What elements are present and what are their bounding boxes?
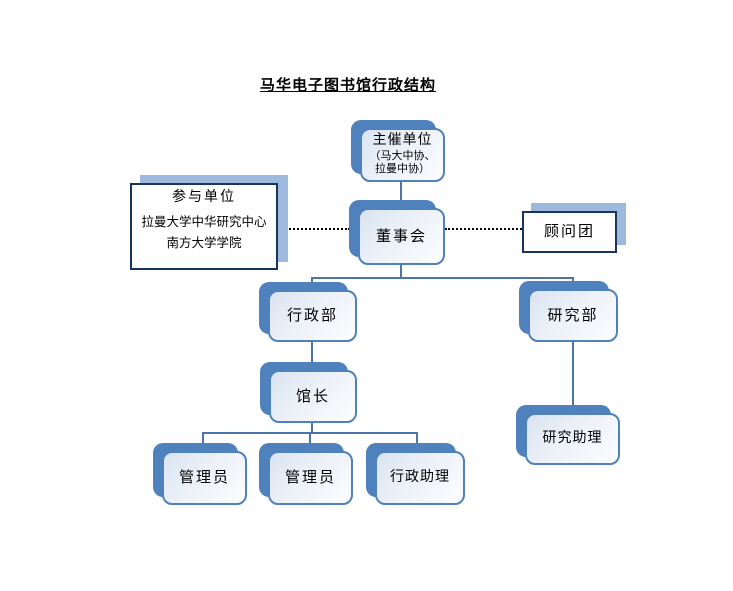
node-box: 行政助理 (375, 451, 465, 505)
connector-organizer-board (400, 182, 402, 209)
node-organizer: 主催单位 （马大中协、 拉曼中协） (351, 120, 445, 182)
node-sub-line: 拉曼中协） (375, 163, 430, 176)
node-label: 研究助理 (542, 430, 603, 446)
node-participants: 参与单位 拉曼大学中华研究中心 南方大学学院 (130, 175, 288, 270)
node-box: 参与单位 拉曼大学中华研究中心 南方大学学院 (130, 183, 278, 270)
node-label: 董事会 (375, 228, 427, 245)
node-box: 主催单位 （马大中协、 拉曼中协） (360, 128, 445, 182)
node-sub-line: 南方大学学院 (166, 236, 242, 251)
node-label: 管理员 (178, 470, 230, 486)
dotted-connector-participants-board (278, 228, 350, 230)
connector-to-admin-assistant (416, 432, 418, 451)
node-sub-line: 拉曼大学中华研究中心 (141, 214, 267, 229)
node-label: 参与单位 (172, 190, 236, 205)
node-label: 研究部 (547, 307, 599, 324)
node-box: 顾问团 (522, 211, 617, 253)
node-director: 馆长 (260, 362, 357, 423)
connector-board-down (400, 265, 402, 279)
connector-branch-horizontal (311, 277, 574, 279)
connector-director-down (311, 423, 313, 434)
node-box: 董事会 (358, 208, 445, 265)
node-label: 管理员 (284, 470, 336, 486)
node-box: 馆长 (269, 370, 357, 423)
node-research-assistant: 研究助理 (516, 405, 620, 465)
node-label: 主催单位 (372, 132, 433, 148)
connector-research-dept-assistant (572, 342, 574, 413)
node-box: 行政部 (268, 290, 357, 342)
node-label: 行政部 (286, 308, 338, 324)
node-sub-line: （马大中协、 (369, 149, 436, 162)
node-admin1: 管理员 (153, 443, 247, 505)
node-admin2: 管理员 (259, 443, 353, 505)
node-box: 管理员 (268, 451, 353, 505)
page-title: 马华电子图书馆行政结构 (259, 78, 436, 94)
connector-admin-dept-director (311, 342, 313, 371)
node-box: 管理员 (162, 451, 247, 505)
connector-to-admin2 (309, 432, 311, 451)
connector-to-admin1 (202, 432, 204, 451)
node-admin-dept: 行政部 (259, 282, 357, 342)
node-research-dept: 研究部 (519, 281, 618, 342)
node-board: 董事会 (349, 200, 445, 265)
node-admin-assistant: 行政助理 (366, 443, 465, 505)
node-box: 研究部 (528, 289, 618, 342)
node-label: 行政助理 (390, 469, 450, 485)
node-advisors: 顾问团 (522, 203, 626, 253)
node-label: 馆长 (295, 388, 330, 405)
node-box: 研究助理 (525, 413, 620, 465)
node-label: 顾问团 (543, 224, 595, 240)
dotted-connector-board-advisors (445, 228, 522, 230)
